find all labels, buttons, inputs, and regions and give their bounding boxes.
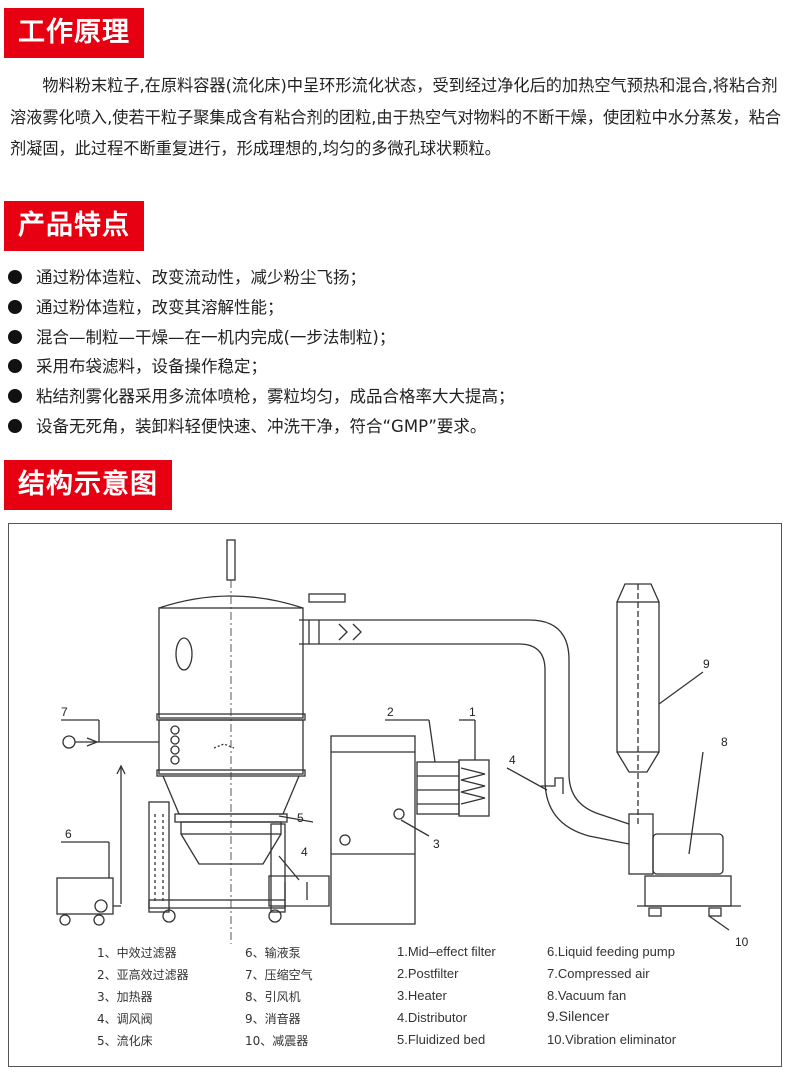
callout-9: 9 — [703, 657, 710, 671]
legend-en-8: 8.Vacuum fan — [547, 988, 627, 1003]
callout-6: 6 — [65, 827, 72, 841]
exhaust-duct — [299, 619, 630, 825]
legend-en-7: 7.Compressed air — [547, 966, 650, 981]
callout-4-distributor: 4 — [509, 753, 516, 767]
section-title-structure: 结构示意图 — [4, 460, 172, 510]
legend-en-9: 9.Silencer — [547, 1008, 610, 1024]
principle-paragraph: 物料粉末粒子,在原料容器(流化床)中呈环形流化状态，受到经过净化后的加热空气预热… — [10, 76, 782, 158]
liquid-pump — [56, 877, 114, 915]
legend-cn-6: 6、输液泵 — [245, 946, 301, 960]
feature-item: 设备无死角，装卸料轻便快速、冲洗干净，符合“GMP”要求。 — [8, 412, 515, 442]
bullet-icon — [8, 418, 22, 433]
spray-section — [158, 719, 304, 775]
legend-en-4: 4.Distributor — [397, 1010, 468, 1025]
section-title-features: 产品特点 — [4, 201, 144, 251]
legend-cn-4: 4、调风阀 — [97, 1012, 153, 1026]
legend-cn-5: 5、流化床 — [97, 1034, 153, 1048]
legend-cn-9: 9、消音器 — [245, 1012, 301, 1026]
feature-item: 混合—制粒—干燥—在一机内完成(一步法制粒)； — [8, 323, 515, 353]
callout-1: 1 — [469, 705, 476, 719]
callout-2: 2 — [387, 705, 394, 719]
feature-item: 粘结剂雾化器采用多流体喷枪，雾粒均匀，成品合格率大大提高； — [8, 382, 515, 412]
bullet-icon — [8, 359, 22, 374]
filter-chamber — [158, 607, 304, 719]
legend-cn-7: 7、压缩空气 — [245, 968, 313, 982]
bullet-icon — [8, 389, 22, 404]
feature-item: 通过粉体造粒、改变流动性，减少粉尘飞扬； — [8, 263, 515, 293]
equipment-drawing — [56, 539, 741, 944]
legend-cn-1: 1、中效过滤器 — [97, 946, 177, 960]
structure-diagram: 1 2 3 4 4 5 6 7 8 9 10 1、中效过滤器 6、输液泵 2、亚… — [8, 523, 782, 1067]
legend-en-3: 3.Heater — [397, 988, 447, 1003]
bullet-icon — [8, 299, 22, 314]
callout-3: 3 — [433, 837, 440, 851]
mid-effect-filter — [458, 759, 490, 817]
legend-en-10: 10.Vibration eliminator — [547, 1032, 677, 1047]
legend-cn-10: 10、减震器 — [245, 1034, 309, 1048]
bullet-icon — [8, 329, 22, 344]
legend-cn-2: 2、亚高效过滤器 — [97, 968, 189, 982]
callout-7: 7 — [61, 705, 68, 719]
callout-layer: 1 2 3 4 4 5 6 7 8 9 10 — [61, 657, 749, 949]
legend-en-2: 2.Postfilter — [397, 966, 459, 981]
callout-4-bottom: 4 — [301, 845, 308, 859]
callout-10: 10 — [735, 935, 749, 949]
heater-cabinet — [330, 735, 416, 925]
feature-item: 通过粉体造粒，改变其溶解性能； — [8, 293, 515, 323]
section-title-principle: 工作原理 — [4, 8, 144, 58]
legend-cn-8: 8、引风机 — [245, 990, 301, 1004]
legend-en-5: 5.Fluidized bed — [397, 1032, 486, 1047]
legend-en-1: 1.Mid–effect filter — [397, 944, 496, 959]
top-valve — [308, 593, 346, 603]
legend-en-6: 6.Liquid feeding pump — [547, 944, 675, 959]
callout-5: 5 — [297, 811, 304, 825]
callout-8: 8 — [721, 735, 728, 749]
legend-cn-3: 3、加热器 — [97, 990, 153, 1004]
bullet-icon — [8, 270, 22, 284]
feature-item: 采用布袋滤料，设备操作稳定； — [8, 352, 515, 382]
features-list: 通过粉体造粒、改变流动性，减少粉尘飞扬； 通过粉体造粒，改变其溶解性能； 混合—… — [8, 263, 515, 442]
